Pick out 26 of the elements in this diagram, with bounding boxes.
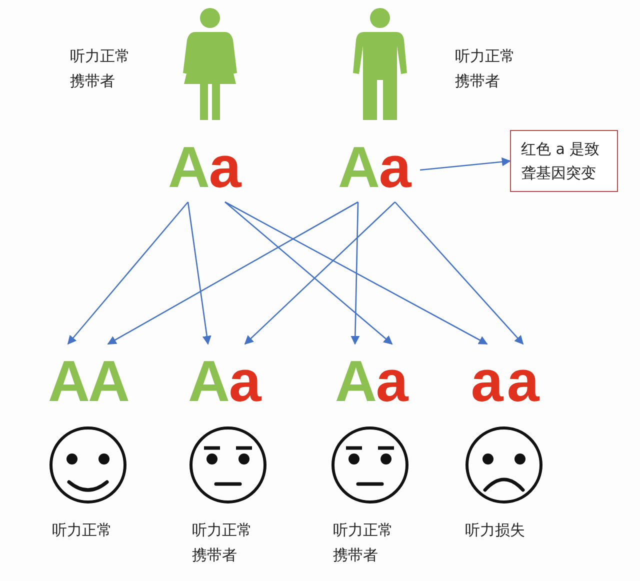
arrow xyxy=(420,157,511,171)
arrow xyxy=(187,202,212,345)
allele-letter: a xyxy=(378,146,412,190)
allele-letter: a xyxy=(208,146,242,190)
allele-letter: A xyxy=(338,146,378,190)
allele-letter: a xyxy=(470,360,504,404)
arrow xyxy=(350,202,360,345)
allele-letter: a xyxy=(375,360,409,404)
allele-letter: a xyxy=(506,360,540,404)
phenotype-label: 听力正常携带者 xyxy=(192,520,253,566)
arrow xyxy=(67,202,188,345)
phenotype-label: 听力正常 xyxy=(52,520,113,541)
phenotype-label: 听力损失 xyxy=(465,520,526,541)
arrow xyxy=(224,201,488,345)
allele-letter: A xyxy=(188,360,228,404)
allele-letter: a xyxy=(228,360,262,404)
allele-letter: A xyxy=(48,360,88,404)
arrow xyxy=(394,202,524,345)
allele-letter: A xyxy=(168,146,208,190)
arrow xyxy=(107,201,358,345)
phenotype-label: 听力正常携带者 xyxy=(70,46,131,92)
allele-letter: A xyxy=(88,360,128,404)
phenotype-label: 听力正常携带者 xyxy=(455,46,516,92)
phenotype-label: 听力正常携带者 xyxy=(333,520,394,566)
note-box: 红色 a 是致聋基因突变 xyxy=(510,130,618,192)
allele-letter: A xyxy=(335,360,375,404)
